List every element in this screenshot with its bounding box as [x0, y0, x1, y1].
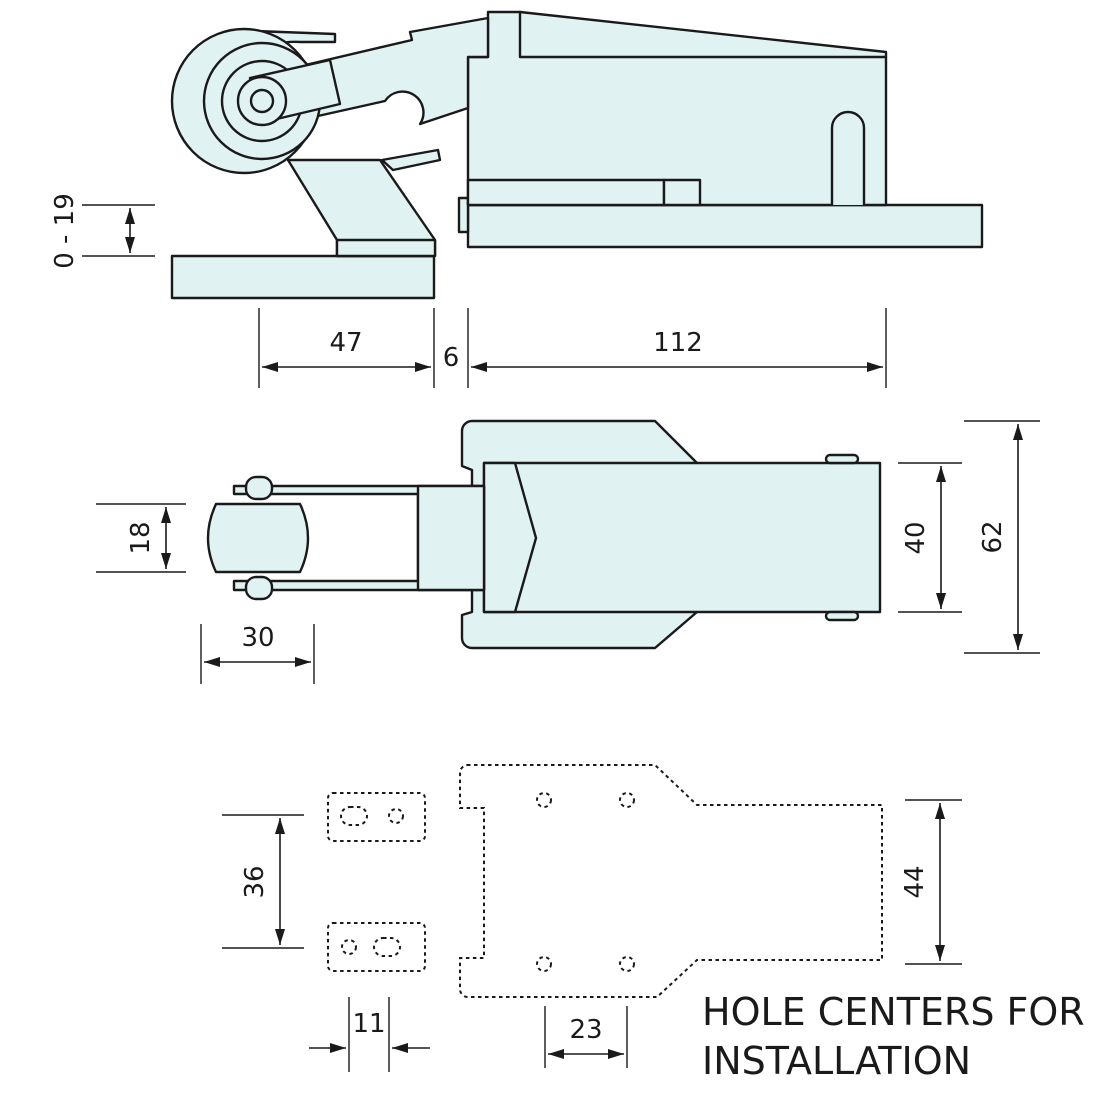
- strike-slot-upper: [340, 806, 368, 826]
- dim-strike-slot-width-label: 11: [352, 1009, 385, 1039]
- installation-note-line1: HOLE CENTERS FOR: [702, 990, 1085, 1034]
- strike-slot-lower: [373, 937, 401, 957]
- roller-pivot-pin: [249, 88, 275, 114]
- dim-overall-width-label: 62: [978, 520, 1008, 553]
- strike-template: [327, 792, 426, 972]
- base-end-tab: [457, 196, 470, 234]
- strike-hole-lower: [341, 939, 357, 955]
- housing-body: [466, 10, 888, 207]
- top-arm-inner: [416, 484, 486, 592]
- body-hole-1: [536, 792, 552, 808]
- dim-body-hole-width-label: 44: [900, 865, 930, 898]
- dim-body-hole-width: 44: [900, 799, 962, 965]
- body-hole-4: [619, 956, 635, 972]
- body-hole-3: [536, 956, 552, 972]
- housing-base-plate: [466, 203, 984, 249]
- dim-side-horizontal: 47 6 112: [258, 308, 887, 388]
- strike-hole-upper: [388, 808, 404, 824]
- body-template-outline: [458, 764, 883, 998]
- body-template: [458, 764, 883, 998]
- dim-roller-width-label: 18: [126, 521, 156, 554]
- top-tab-lower: [824, 610, 860, 622]
- installation-note-line2: INSTALLATION: [702, 1039, 971, 1083]
- dim-strike-spacing: 36: [222, 814, 304, 949]
- dim-body-width-label: 40: [901, 521, 931, 554]
- housing-slider: [466, 178, 666, 207]
- strike-plate-base: [170, 254, 436, 300]
- strike-template-upper: [327, 792, 426, 842]
- dim-strike-spacing-label: 36: [240, 865, 270, 898]
- dim-adjust-range: 0 - 19: [50, 193, 155, 269]
- top-tab-upper: [824, 453, 860, 465]
- dim-roller-width: 18: [96, 503, 186, 573]
- dim-body-length-label: 112: [653, 328, 703, 358]
- strike-bracket-foot: [335, 238, 437, 258]
- strike-template-lower: [327, 922, 426, 972]
- dim-strike-slot-width: 11: [309, 997, 430, 1072]
- dim-body-width: 40: [898, 462, 962, 613]
- dim-gap-label: 6: [443, 343, 460, 373]
- body-hole-2: [619, 792, 635, 808]
- strike-lip: [380, 148, 442, 172]
- dim-overall-width: 62: [964, 420, 1040, 654]
- dim-body-hole-spacing-label: 23: [569, 1015, 602, 1045]
- top-roller: [206, 502, 310, 574]
- side-view: [170, 10, 984, 300]
- installation-note: HOLE CENTERS FOR INSTALLATION: [702, 990, 1085, 1083]
- housing-slider-block: [662, 178, 702, 207]
- housing-slot: [830, 110, 866, 205]
- dim-roller-length-label: 30: [241, 623, 274, 653]
- top-axle-upper: [244, 475, 274, 501]
- top-axle-lower: [244, 575, 274, 601]
- top-view: [206, 419, 882, 650]
- dim-adjust-range-label: 0 - 19: [50, 193, 80, 269]
- dim-roller-length: 30: [200, 623, 315, 684]
- dim-body-hole-spacing: 23: [544, 1006, 628, 1068]
- top-housing: [482, 461, 882, 614]
- housing-top-edge: [518, 10, 888, 59]
- dim-roller-offset-label: 47: [329, 328, 362, 358]
